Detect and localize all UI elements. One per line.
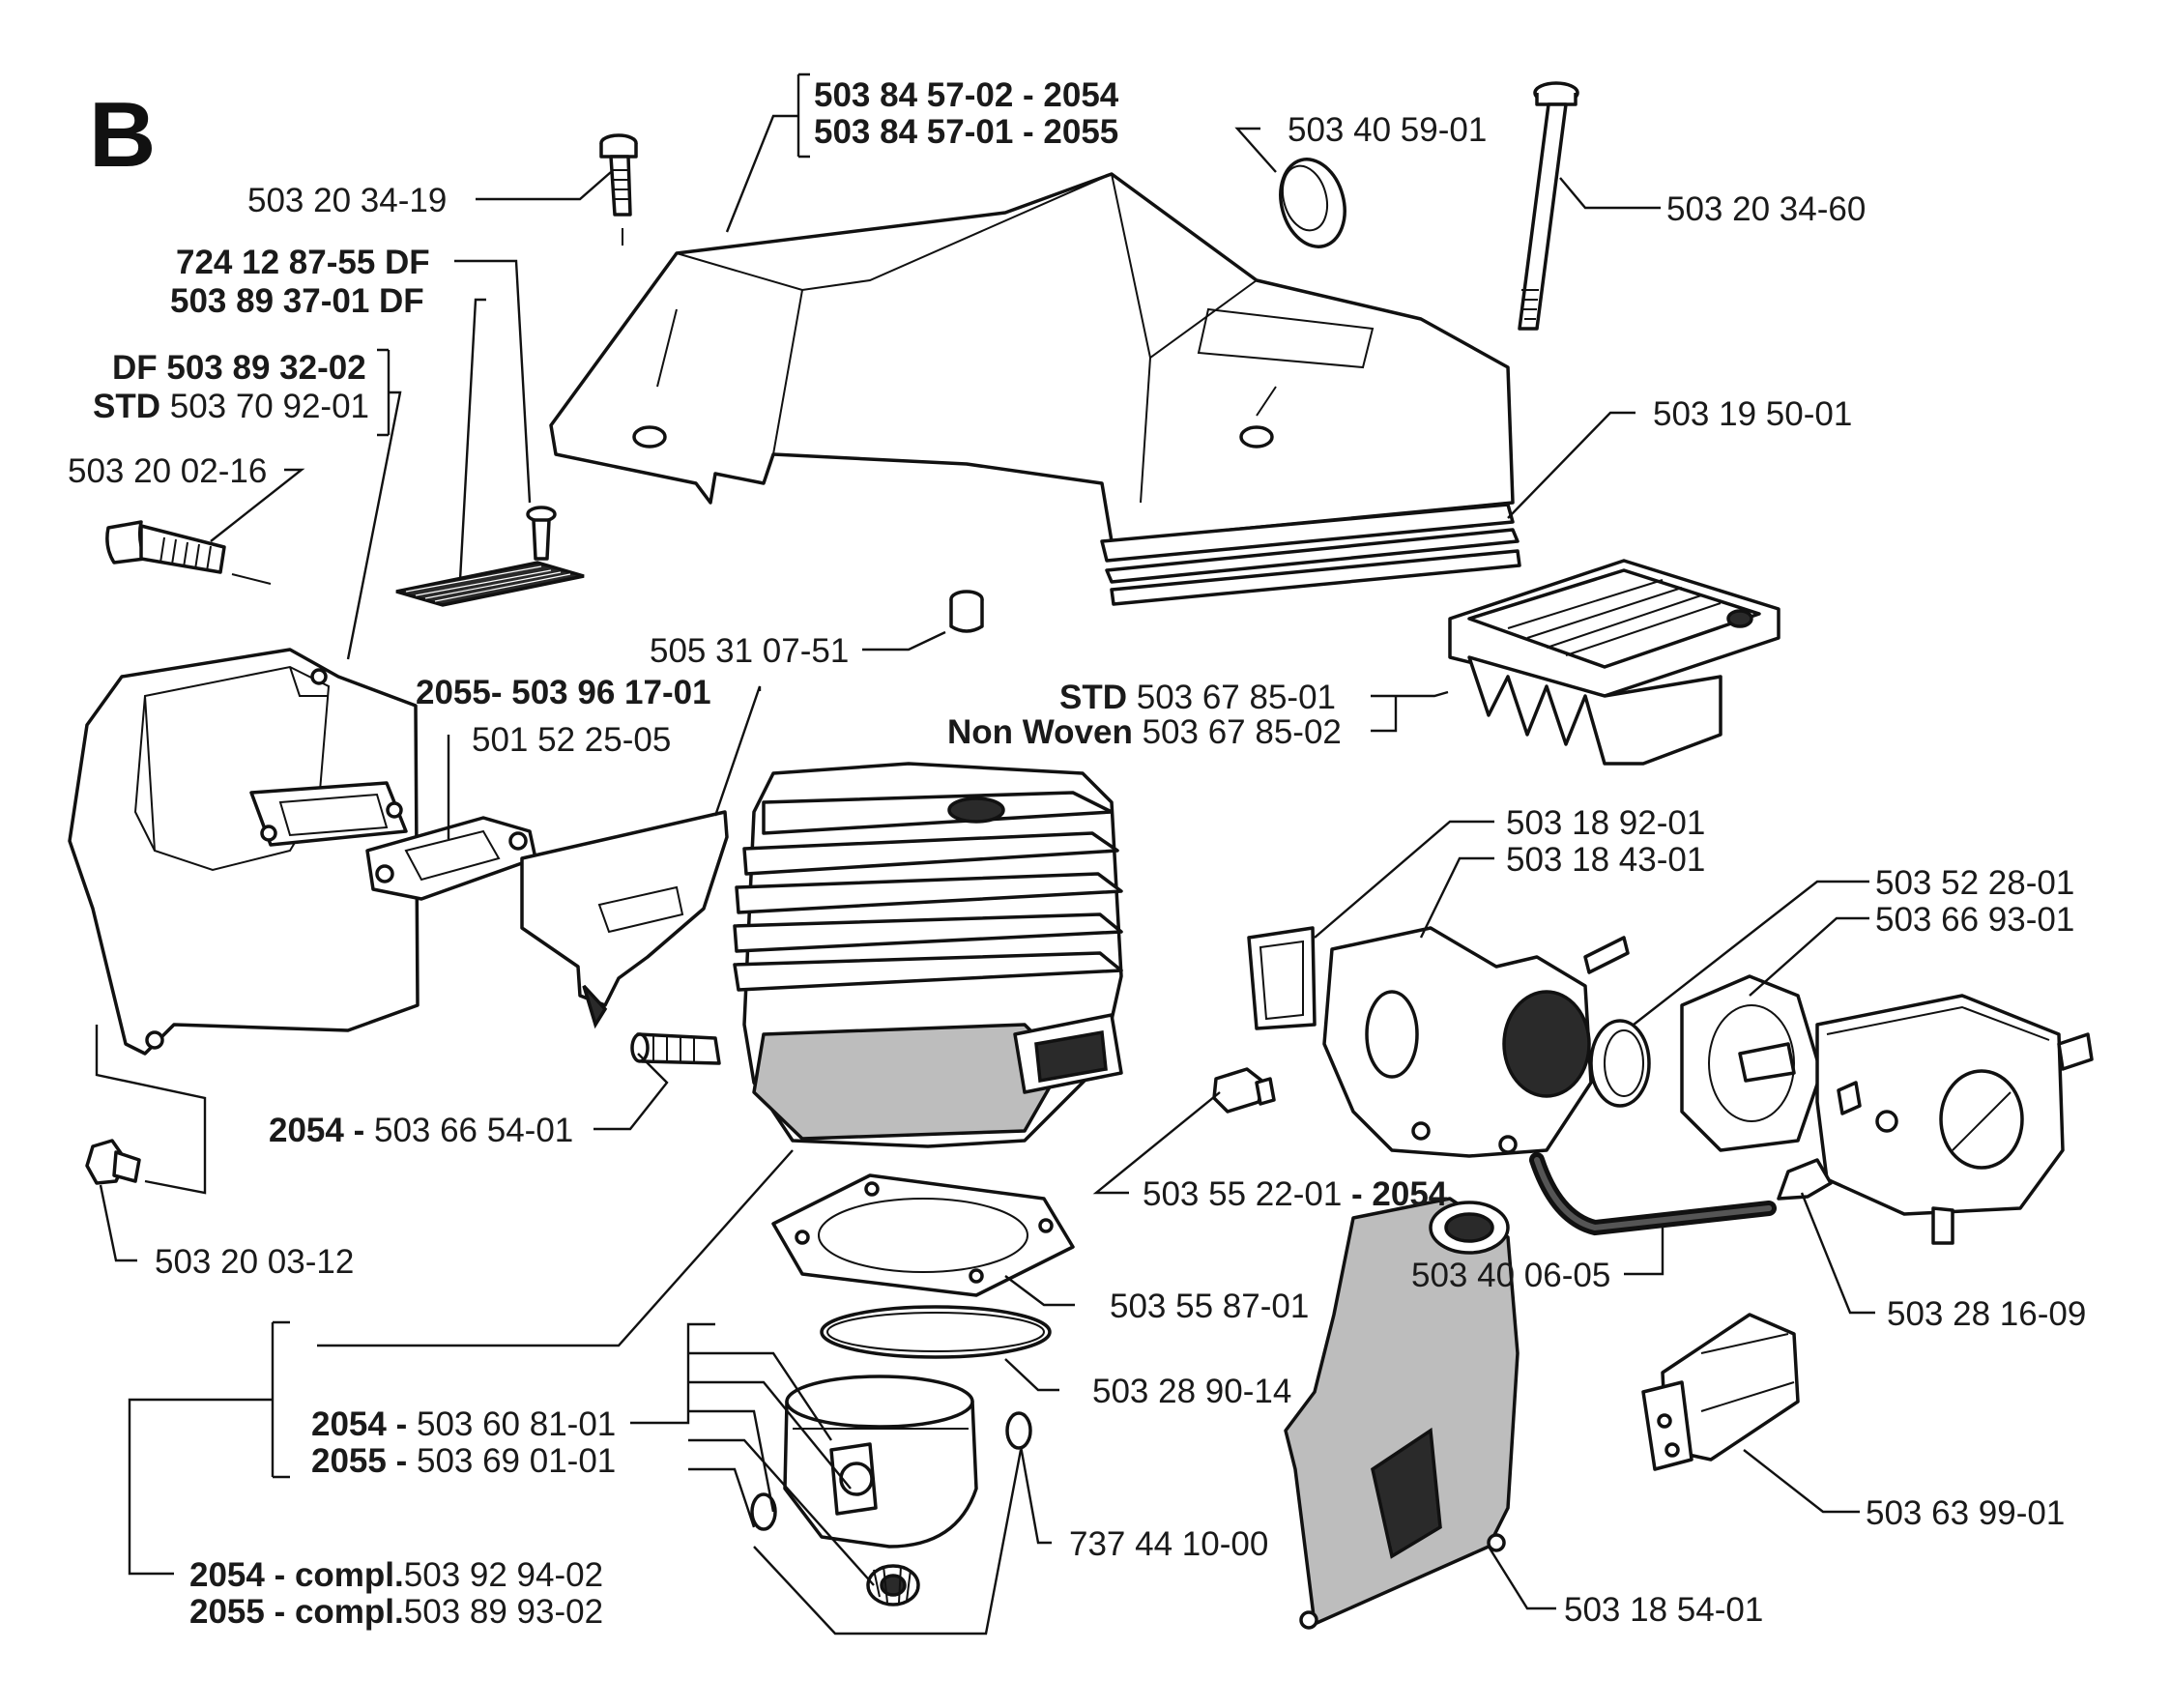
label-carb-adapter: 503 66 93-01: [1875, 901, 2074, 939]
label-intake-housing: 503 18 54-01: [1564, 1591, 1763, 1629]
label-impulse-hose: 503 40 06-05: [1411, 1257, 1610, 1294]
circlip-drawing: [750, 1411, 1032, 1531]
label-cylinder-compl-2054: 2054 - compl.503 92 94-02: [189, 1556, 603, 1594]
label-rubber-mount: 503 63 99-01: [1866, 1494, 2065, 1532]
muffler-drawing: [68, 648, 420, 1056]
label-piston-2055: 2055 - 503 69 01-01: [311, 1442, 616, 1480]
muffler-gasket-drawing: [365, 816, 537, 901]
label-muffler-bolt: 503 20 02-16: [68, 452, 267, 490]
label-muffler-screw: 503 20 03-12: [155, 1243, 354, 1281]
label-base-gasket: 503 55 87-01: [1110, 1288, 1309, 1325]
label-decomp-valve: 2054 - 503 66 54-01: [269, 1112, 573, 1149]
cylinder-plug-drawing: [1212, 1067, 1276, 1114]
label-piston-ring: 503 28 90-14: [1092, 1373, 1291, 1410]
label-top-cover-2054: 503 84 57-02 - 2054: [814, 76, 1119, 114]
label-cylinder-compl-2055: 2055 - compl.503 89 93-02: [189, 1593, 603, 1631]
screw-top-left-drawing: [599, 133, 638, 246]
label-heat-shield: 2055- 503 96 17-01: [416, 674, 711, 711]
label-muffler-df: DF 503 89 32-02: [112, 349, 366, 387]
top-cover-drawing: [549, 172, 1521, 606]
label-cylinder-plug: 503 55 22-01 - 2054: [1143, 1175, 1448, 1213]
impulse-hose-drawing: [1529, 1152, 1777, 1236]
carb-ring-drawing: [1589, 1019, 1651, 1108]
label-screw-top-left: 503 20 34-19: [247, 182, 447, 219]
muffler-bolt-drawing: [105, 520, 272, 585]
sleeve-drawing: [949, 590, 984, 633]
label-long-bolt: 503 20 34-60: [1666, 190, 1866, 228]
labels: 503 84 57-02 - 2054 503 84 57-01 - 2055 …: [68, 76, 2086, 1631]
label-filter-gasket: 503 19 50-01: [1653, 395, 1852, 433]
label-carb-nipple: 503 28 16-09: [1887, 1295, 2086, 1333]
label-plug-cap: 503 40 59-01: [1288, 111, 1487, 149]
heat-shield-drawing: [520, 810, 729, 1029]
long-bolt-drawing: [1518, 81, 1579, 331]
label-filter-nonwoven: Non Woven 503 67 85-02: [947, 713, 1342, 751]
decomp-valve-drawing: [630, 1032, 721, 1065]
piston-ring-drawing: [820, 1305, 1052, 1359]
piston-drawing: [783, 1375, 978, 1549]
label-top-cover-2055: 503 84 57-01 - 2055: [814, 113, 1118, 151]
intake-housing-drawing: [1284, 1197, 1520, 1630]
rubber-mount-drawing: [1641, 1313, 1800, 1471]
air-filter-drawing: [1448, 559, 1780, 766]
label-intake-bracket-a: 503 18 92-01: [1506, 804, 1705, 842]
label-piston-2054: 2054 - 503 60 81-01: [311, 1405, 616, 1443]
label-circlip: 737 44 10-00: [1069, 1525, 1268, 1563]
label-intake-bracket-b: 503 18 43-01: [1506, 841, 1705, 879]
cylinder-drawing: [733, 762, 1123, 1148]
intake-bracket-drawing: [1247, 926, 1630, 1158]
plug-cap-drawing: [1279, 158, 1346, 248]
label-muffler-gasket: 501 52 25-05: [472, 721, 671, 759]
leader-lines: [95, 72, 1875, 1636]
label-muffler-std: STD 503 70 92-01: [93, 388, 369, 425]
label-screen-df: 503 89 37-01 DF: [170, 282, 424, 320]
base-gasket-drawing: [771, 1173, 1075, 1297]
carburettor-drawing: [1777, 994, 2094, 1245]
label-sleeve: 505 31 07-51: [650, 632, 849, 670]
section-letter: B: [89, 83, 156, 187]
carb-adapter-drawing: [1680, 974, 1823, 1152]
needle-bearing-drawing: [866, 1564, 920, 1607]
label-filter-std: STD 503 67 85-01: [1059, 679, 1336, 716]
label-carb-ring: 503 52 28-01: [1875, 864, 2074, 902]
label-screen-screw-df: 724 12 87-55 DF: [176, 244, 430, 281]
muffler-screw-drawing: [85, 1139, 141, 1185]
screen-drawing: [395, 506, 585, 607]
